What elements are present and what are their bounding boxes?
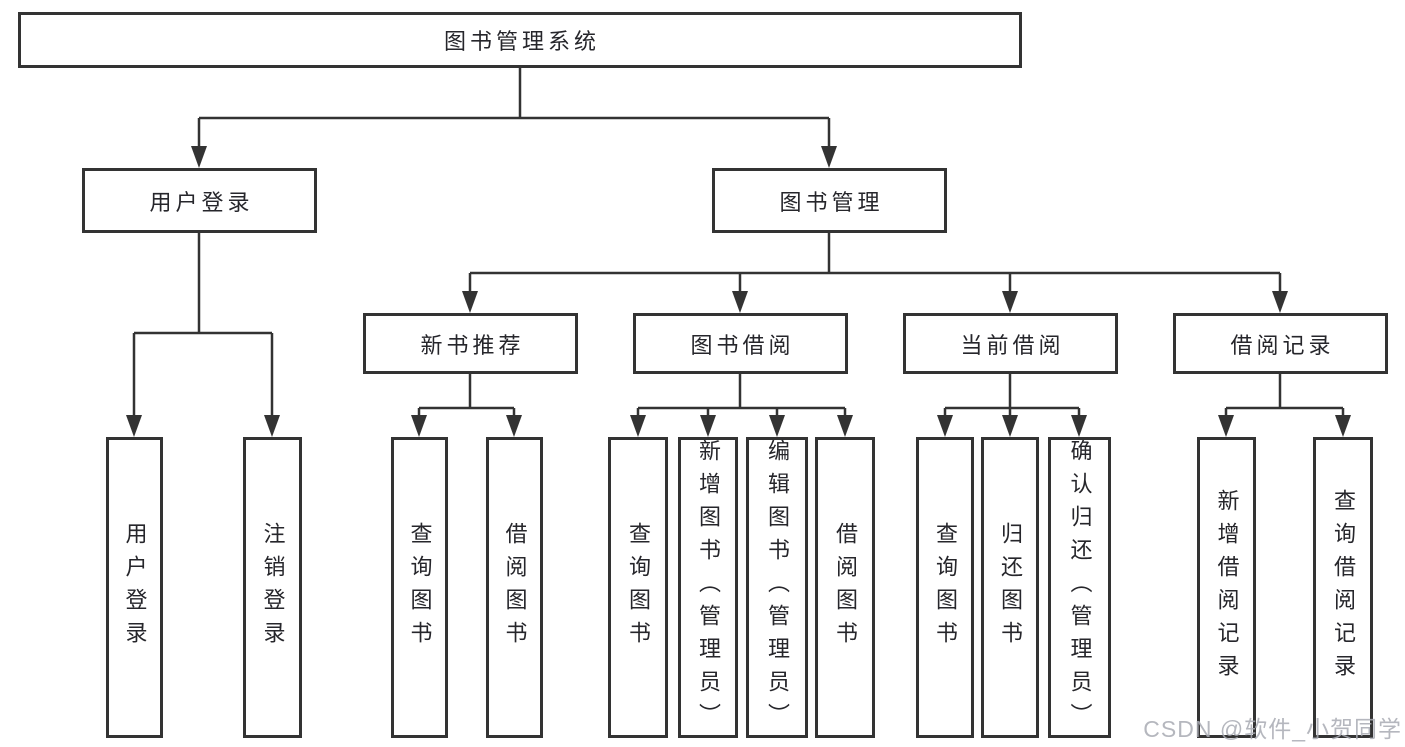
leaf-query-books-recommend: 查询图书 <box>391 437 448 738</box>
leaf-query-books-borrowing: 查询图书 <box>608 437 668 738</box>
arrow-down-icon <box>1002 291 1018 313</box>
arrow-down-icon <box>506 415 522 437</box>
leaf-label: 新增借阅记录 <box>1214 488 1240 687</box>
leaf-label: 查询图书 <box>933 521 958 654</box>
leaf-confirm-return-admin: 确认归还（管理员） <box>1048 437 1111 738</box>
edge-book-borrowing-to-leaves <box>636 374 847 419</box>
leaf-label: 确认归还（管理员） <box>1067 439 1093 736</box>
edge-book-management-to-level3 <box>468 233 1282 295</box>
arrow-down-icon <box>1218 415 1234 437</box>
node-label: 用户登录 <box>149 189 254 215</box>
node-user-login: 用户登录 <box>82 168 317 233</box>
connector-line-group <box>132 68 1345 419</box>
node-borrowing-records: 借阅记录 <box>1173 313 1388 374</box>
arrow-down-icon <box>1002 415 1018 437</box>
arrowhead-group <box>126 146 1351 437</box>
leaf-query-books-current: 查询图书 <box>916 437 974 738</box>
leaf-add-borrow-record: 新增借阅记录 <box>1197 437 1256 738</box>
arrow-down-icon <box>937 415 953 437</box>
leaf-borrow-books-borrowing: 借阅图书 <box>815 437 875 738</box>
edge-new-book-recommend-to-leaves <box>417 374 516 419</box>
leaf-label: 注销登录 <box>260 521 286 654</box>
edge-borrowing-records-to-leaves <box>1224 374 1345 419</box>
leaf-query-borrow-record: 查询借阅记录 <box>1313 437 1373 738</box>
arrow-down-icon <box>1335 415 1351 437</box>
leaf-add-books-admin: 新增图书（管理员） <box>678 437 738 738</box>
node-label: 当前借阅 <box>960 332 1065 358</box>
arrow-down-icon <box>264 415 280 437</box>
arrow-down-icon <box>411 415 427 437</box>
node-label: 新书推荐 <box>420 332 525 358</box>
arrow-down-icon <box>126 415 142 437</box>
edge-user-login-to-leaves <box>132 233 274 419</box>
leaf-label: 借阅图书 <box>502 521 528 654</box>
leaf-label: 新增图书（管理员） <box>696 439 721 736</box>
arrow-down-icon <box>191 146 207 168</box>
arrow-down-icon <box>821 146 837 168</box>
node-book-management: 图书管理 <box>712 168 947 233</box>
leaf-label: 用户登录 <box>122 521 148 654</box>
node-label: 借阅记录 <box>1230 332 1335 358</box>
edge-current-borrowing-to-leaves <box>943 374 1081 419</box>
csdn-watermark: CSDN @软件_小贺同学 <box>1143 716 1402 742</box>
leaf-label: 查询借阅记录 <box>1331 488 1356 687</box>
leaf-return-books: 归还图书 <box>981 437 1039 738</box>
arrow-down-icon <box>732 291 748 313</box>
arrow-down-icon <box>630 415 646 437</box>
arrow-down-icon <box>700 415 716 437</box>
node-new-book-recommend: 新书推荐 <box>363 313 578 374</box>
node-current-borrowing: 当前借阅 <box>903 313 1118 374</box>
leaf-borrow-books-recommend: 借阅图书 <box>486 437 543 738</box>
arrow-down-icon <box>1071 415 1087 437</box>
leaf-label: 借阅图书 <box>833 521 858 654</box>
leaf-label: 查询图书 <box>407 521 433 654</box>
arrow-down-icon <box>769 415 785 437</box>
arrow-down-icon <box>837 415 853 437</box>
leaf-label: 归还图书 <box>998 521 1023 654</box>
leaf-label: 编辑图书（管理员） <box>765 439 790 736</box>
leaf-logout: 注销登录 <box>243 437 302 738</box>
edge-root-to-level2 <box>197 68 831 150</box>
node-book-borrowing: 图书借阅 <box>633 313 848 374</box>
node-label: 图书借阅 <box>690 332 795 358</box>
arrow-down-icon <box>462 291 478 313</box>
leaf-user-login: 用户登录 <box>106 437 163 738</box>
leaf-label: 查询图书 <box>626 521 651 654</box>
arrow-down-icon <box>1272 291 1288 313</box>
node-root: 图书管理系统 <box>18 12 1022 68</box>
node-label: 图书管理 <box>779 189 884 215</box>
node-label: 图书管理系统 <box>443 29 600 54</box>
leaf-edit-books-admin: 编辑图书（管理员） <box>746 437 808 738</box>
